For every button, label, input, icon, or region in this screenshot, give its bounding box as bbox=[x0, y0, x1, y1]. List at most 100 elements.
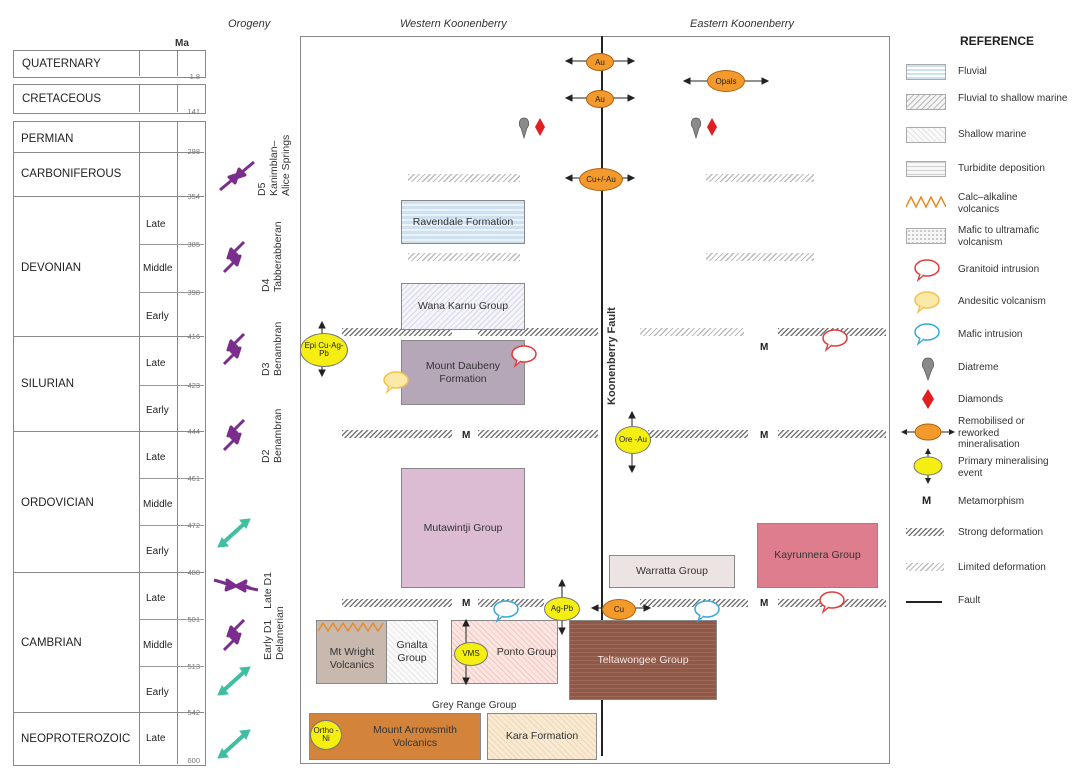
sep-ord-2 bbox=[139, 525, 204, 526]
orogeny-header: Orogeny bbox=[228, 18, 271, 30]
compression-arrow-pair-d5 bbox=[219, 160, 255, 192]
period-carboniferous: CARBONIFEROUS bbox=[21, 168, 122, 180]
legend-granitoid-icon bbox=[914, 259, 940, 282]
extension-arrow-cambrian bbox=[217, 666, 251, 696]
ma-tick-12: 501 bbox=[187, 615, 200, 624]
epoch-dev-early: Early bbox=[146, 311, 169, 322]
epoch-cam-late: Late bbox=[146, 593, 166, 604]
granitoid-intrusion-2 bbox=[822, 329, 848, 352]
sep-devonian bbox=[13, 336, 204, 337]
primary-ag-pb: Ag-Pb bbox=[544, 597, 580, 621]
sep-dev-2 bbox=[139, 292, 204, 293]
epoch-ord-late: Late bbox=[146, 452, 166, 463]
strong-deformation-w4b bbox=[478, 430, 598, 438]
limited-deformation-e3 bbox=[640, 328, 744, 336]
mafic-intrusion-1 bbox=[493, 600, 519, 623]
period-cambrian: CAMBRIAN bbox=[21, 637, 82, 649]
unit-warratta-label: Warratta Group bbox=[636, 565, 708, 578]
epoch-sil-late: Late bbox=[146, 358, 166, 369]
sep-ord-1 bbox=[139, 478, 204, 479]
orogeny-d4: D4 Tabberabberan bbox=[260, 221, 284, 292]
orogeny-d5: D5 Kanimblan– Alice Springs bbox=[256, 135, 292, 196]
compression-arrow-pair-d4 bbox=[222, 240, 246, 274]
orogeny-d5-name2: Alice Springs bbox=[280, 134, 293, 196]
limited-deformation-e2 bbox=[706, 253, 814, 261]
strong-deformation-e5 bbox=[640, 599, 748, 607]
orogeny-late-d1: Late D1 bbox=[262, 572, 274, 609]
period-cretaceous: CRETACEOUS bbox=[22, 93, 102, 105]
ma-tick-9: 461 bbox=[187, 474, 200, 483]
strong-deformation-w5 bbox=[342, 599, 452, 607]
primary-ore-au: Ore -Au bbox=[615, 426, 651, 454]
orogeny-arrows bbox=[213, 160, 259, 759]
unit-kara-label: Kara Formation bbox=[505, 730, 579, 743]
unit-mount-daubeny-label: Mount Daubeny Formation bbox=[425, 359, 501, 385]
legend-label-fluvial-shallow: Fluvial to shallow marine bbox=[958, 93, 1068, 104]
orogeny-delamerian: Delamerian bbox=[274, 606, 287, 660]
period-devonian: DEVONIAN bbox=[21, 262, 82, 274]
ma-tick-1: 141 bbox=[187, 107, 200, 116]
unit-kayrunnera: Kayrunnera Group bbox=[757, 523, 878, 588]
primary-epi-cu-ag-pb: Epi Cu-Ag-Pb bbox=[300, 333, 348, 367]
limited-deformation-w1 bbox=[408, 174, 520, 182]
limited-deformation-e1 bbox=[706, 174, 814, 182]
ma-tick-2: 298 bbox=[187, 147, 200, 156]
metamorphism-3: M bbox=[462, 430, 471, 441]
legend-swatch-fluvial-shallow bbox=[906, 94, 946, 110]
period-permian: PERMIAN bbox=[21, 133, 74, 145]
orogeny-d3-code: D3 bbox=[260, 362, 272, 376]
orogeny-d2: D2 Benambran bbox=[260, 409, 284, 463]
epoch-ord-middle: Middle bbox=[143, 499, 173, 510]
remobilised-opals: Opals bbox=[707, 70, 745, 92]
legend-label-andesitic: Andesitic volcanism bbox=[958, 296, 1046, 307]
legend-label-fault: Fault bbox=[958, 595, 981, 606]
unit-ravendale: Ravendale Formation bbox=[401, 200, 525, 244]
epoch-dev-late: Late bbox=[146, 219, 166, 230]
legend-primary-icon bbox=[913, 448, 943, 484]
box-cretaceous: CRETACEOUS bbox=[13, 84, 206, 114]
unit-gnalta: Gnalta Group bbox=[386, 620, 438, 684]
legend-swatch-turbidite bbox=[906, 161, 946, 177]
legend-remobilised-icon bbox=[901, 423, 955, 441]
epoch-dev-middle: Middle bbox=[143, 263, 173, 274]
unit-teltawongee: Teltawongee Group bbox=[569, 620, 717, 700]
diatreme-diamond-east bbox=[690, 117, 717, 140]
legend-swatch-fluvial bbox=[906, 64, 946, 80]
sep-ordovician bbox=[13, 572, 204, 573]
timescale-divider-1 bbox=[139, 50, 140, 76]
unit-warratta: Warratta Group bbox=[609, 555, 735, 588]
metamorphism-4: M bbox=[760, 430, 769, 441]
granitoid-intrusion-3 bbox=[819, 591, 845, 614]
legend-fault-line bbox=[906, 601, 942, 603]
legend-label-shallow-marine: Shallow marine bbox=[958, 129, 1027, 140]
metamorphism-6: M bbox=[760, 598, 769, 609]
orogeny-d5-code: D5 bbox=[256, 182, 268, 196]
orogeny-d2-code: D2 bbox=[260, 449, 272, 463]
period-silurian: SILURIAN bbox=[21, 378, 75, 390]
period-ordovician: ORDOVICIAN bbox=[21, 497, 94, 509]
unit-mutawintji: Mutawintji Group bbox=[401, 468, 525, 588]
timescale-divider-4 bbox=[177, 84, 178, 112]
legend-label-strong-deformation: Strong deformation bbox=[958, 527, 1044, 538]
ma-tick-11: 488 bbox=[187, 568, 200, 577]
ma-tick-14: 542 bbox=[187, 708, 200, 717]
ma-tick-6: 416 bbox=[187, 332, 200, 341]
legend-swatch-mafic-ultramafic bbox=[906, 228, 946, 244]
main-panel bbox=[300, 36, 890, 764]
diatreme-diamond-west bbox=[518, 117, 545, 140]
epoch-sil-early: Early bbox=[146, 405, 169, 416]
sep-permian bbox=[13, 152, 204, 153]
ma-header: Ma bbox=[175, 38, 189, 49]
period-quaternary: QUATERNARY bbox=[22, 58, 101, 70]
unit-wana-karnu: Wana Karnu Group bbox=[401, 283, 525, 330]
strong-deformation-e4b bbox=[778, 430, 886, 438]
legend-diamond-icon bbox=[922, 389, 934, 409]
epoch-neo-late: Late bbox=[146, 733, 166, 744]
legend-label-primary: Primary mineralising event bbox=[958, 456, 1049, 479]
strong-deformation-w3 bbox=[342, 328, 452, 336]
legend-label-metamorphism: Metamorphism bbox=[958, 496, 1025, 507]
sep-carboniferous bbox=[13, 196, 204, 197]
orogeny-d3: D3 Benambran bbox=[260, 322, 284, 376]
compression-arrow-pair-d3 bbox=[222, 332, 246, 366]
remobilised-cu: Cu bbox=[602, 599, 636, 620]
